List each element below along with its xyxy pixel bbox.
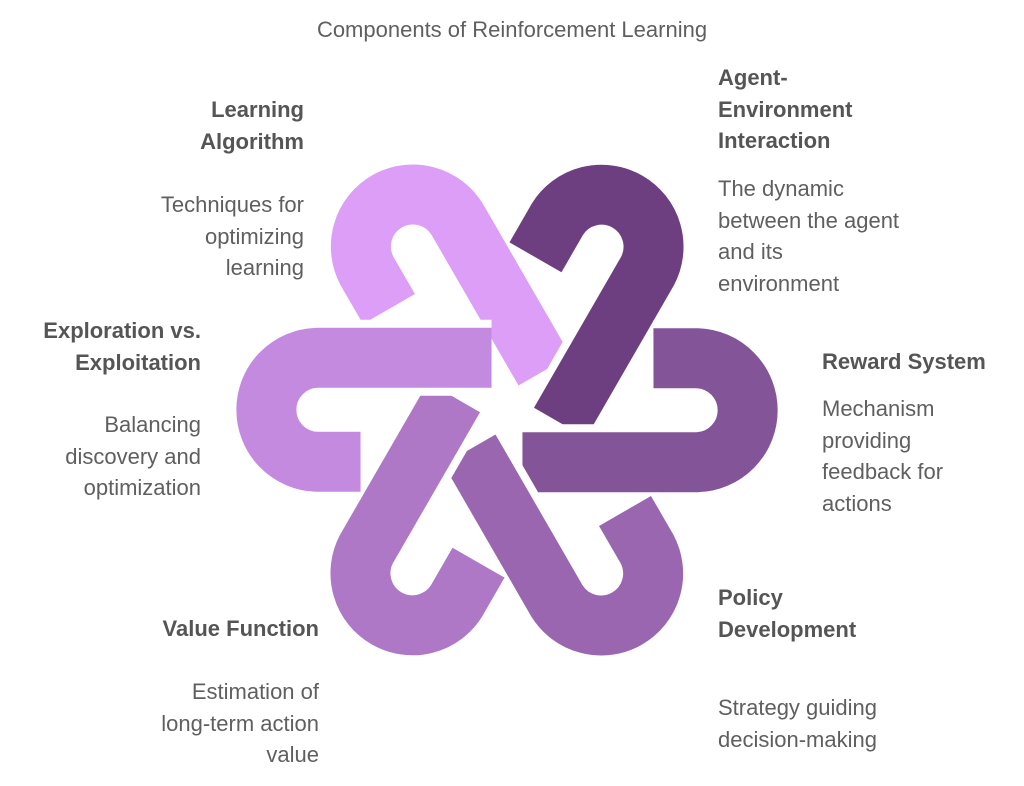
band-shape bbox=[236, 327, 492, 492]
desc-line: Balancing bbox=[104, 412, 201, 437]
desc-line: optimization bbox=[83, 475, 201, 500]
learning-algorithm-description: Techniques for optimizing learning bbox=[161, 189, 304, 284]
value-function-description: Estimation of long-term action value bbox=[161, 676, 319, 771]
policy-development-description: Strategy guiding decision-making bbox=[718, 692, 877, 755]
desc-line: environment bbox=[718, 270, 840, 296]
diagram-title: Components of Reinforcement Learning bbox=[316, 17, 708, 42]
reward-system-band bbox=[522, 320, 786, 501]
title-line: Learning bbox=[211, 97, 304, 122]
value-function-title: Value Function bbox=[163, 613, 319, 645]
title-line: Reward System bbox=[822, 349, 986, 374]
exploration-title: Exploration vs. Exploitation bbox=[43, 315, 201, 378]
desc-line: discovery and bbox=[65, 443, 201, 469]
desc-line: actions bbox=[822, 490, 892, 516]
desc-line: Estimation of bbox=[191, 679, 319, 704]
title-line: Interaction bbox=[718, 128, 831, 153]
policy-development-title: Policy Development bbox=[718, 582, 856, 645]
title-line: Environment bbox=[718, 96, 853, 122]
learning-algorithm-band bbox=[322, 156, 578, 390]
desc-line: long-term action bbox=[161, 710, 319, 736]
title-line: Exploitation bbox=[75, 349, 201, 375]
reward-system-description: Mechanism providing feedback for actions bbox=[822, 393, 943, 519]
title-line: Agent- bbox=[718, 65, 788, 90]
band-shape bbox=[330, 382, 505, 656]
title-line: Algorithm bbox=[200, 128, 304, 154]
reward-system-title: Reward System bbox=[822, 346, 986, 378]
band-shape bbox=[522, 328, 778, 493]
desc-line: and its bbox=[718, 239, 783, 264]
desc-line: decision-making bbox=[718, 726, 877, 752]
band-shape bbox=[443, 434, 684, 656]
value-function-band bbox=[322, 378, 512, 664]
desc-line: providing bbox=[822, 427, 912, 453]
agent-environment-band bbox=[502, 156, 692, 442]
agent-environment-title: Agent- Environment Interaction bbox=[718, 62, 852, 157]
title-line: Value Function bbox=[162, 616, 319, 641]
learning-algorithm-title: Learning Algorithm bbox=[200, 94, 304, 157]
desc-line: value bbox=[266, 742, 319, 767]
desc-line: learning bbox=[225, 255, 304, 280]
desc-line: feedback for bbox=[822, 459, 944, 484]
policy-development-band bbox=[436, 430, 692, 664]
desc-line: optimizing bbox=[204, 223, 304, 249]
desc-line: between the agent bbox=[718, 207, 900, 233]
desc-line: Techniques for bbox=[160, 192, 304, 217]
desc-line: Strategy guiding bbox=[718, 695, 877, 720]
exploration-band bbox=[228, 319, 492, 500]
band-shape bbox=[509, 164, 684, 438]
desc-line: Mechanism bbox=[822, 396, 935, 421]
desc-line: The dynamic bbox=[718, 176, 844, 201]
title-line: Development bbox=[718, 616, 857, 642]
band-shape bbox=[330, 164, 571, 386]
exploration-description: Balancing discovery and optimization bbox=[65, 409, 201, 504]
title-line: Exploration vs. bbox=[43, 318, 201, 343]
agent-environment-description: The dynamic between the agent and its en… bbox=[718, 173, 899, 299]
title-line: Policy bbox=[718, 585, 783, 610]
